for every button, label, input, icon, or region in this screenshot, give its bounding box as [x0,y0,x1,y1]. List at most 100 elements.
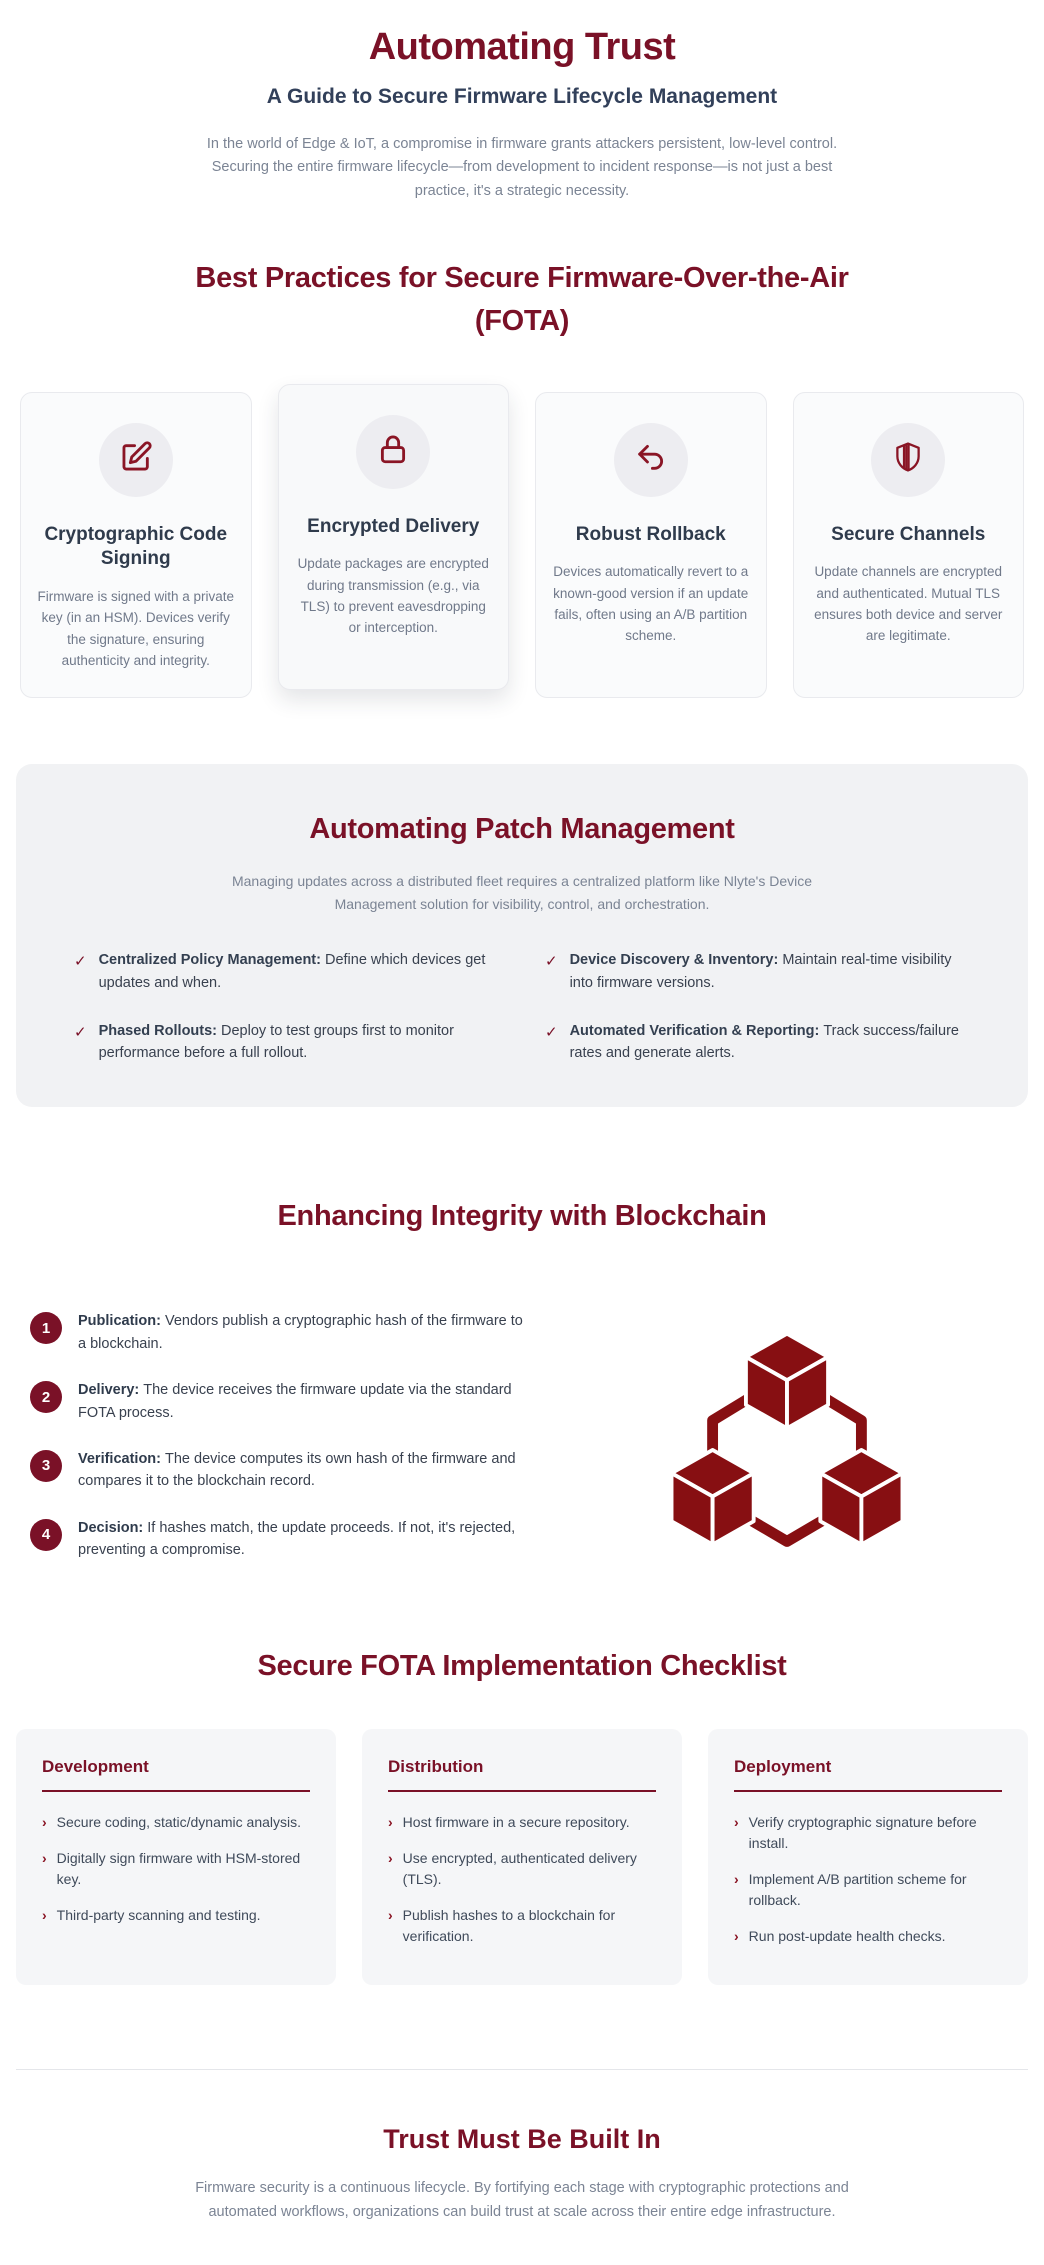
item-text: Verify cryptographic signature before in… [748,1814,977,1852]
card-secure-channels[interactable]: Secure Channels Update channels are encr… [792,391,1024,698]
list-item: › Run post-update health checks. [734,1926,1002,1947]
list-item: › Secure coding, static/dynamic analysis. [42,1812,310,1833]
icon-circle [356,414,431,489]
step-text: The device computes its own hash of the … [78,1450,516,1490]
list-item: ✓ Phased Rollouts:Deploy to test groups … [74,1020,499,1065]
checklist-columns: Development › Secure coding, static/dynam… [16,1729,1028,1986]
item-text: Use encrypted, authenticated delivery (T… [402,1850,637,1888]
chevron-bullet-icon: › [42,1850,47,1867]
footer-text: Firmware security is a continuous lifecy… [195,2180,849,2220]
hero-section: Automating Trust A Guide to Secure Firmw… [0,26,1044,203]
chevron-bullet-icon: › [388,1814,393,1831]
step-label: Delivery: [78,1382,140,1399]
check-icon: ✓ [545,1024,558,1041]
lock-icon [376,432,410,471]
icon-circle [871,422,946,497]
step-label: Publication: [78,1313,161,1330]
item-label: Centralized Policy Management: [98,952,321,969]
list-item: 2 Delivery:The device receives the firmw… [30,1379,530,1424]
item-text: Digitally sign firmware with HSM-stored … [56,1850,301,1888]
blockchain-content: 1 Publication:Vendors publish a cryptogr… [0,1301,1044,1571]
card-cryptographic-code-signing[interactable]: Cryptographic Code Signing Firmware is s… [20,391,252,699]
item-text: Define which devices get updates and whe… [98,952,486,991]
list-item: › Digitally sign firmware with HSM-stored… [42,1848,310,1890]
blockchain-heading: Enhancing Integrity with Blockchain [277,1199,767,1232]
footer-section: Trust Must Be Built In Firmware security… [0,2124,1044,2225]
list-item: 1 Publication:Vendors publish a cryptogr… [30,1310,530,1355]
checklist-heading: Secure FOTA Implementation Checklist [257,1649,787,1682]
item-text: Publish hashes to a blockchain for verif… [402,1907,616,1945]
step-text: The device receives the firmware update … [78,1382,512,1421]
footer-heading: Trust Must Be Built In [383,2124,661,2155]
patch-check-grid: ✓ Centralized Policy Management:Define w… [74,949,970,1065]
chevron-bullet-icon: › [388,1907,393,1924]
edit-pencil-icon [119,440,153,479]
item-label: Automated Verification & Reporting: [569,1023,820,1039]
list-item: ✓ Device Discovery & Inventory:Maintain … [545,949,970,994]
chevron-bullet-icon: › [42,1814,47,1831]
column-title: Deployment [734,1757,832,1777]
list-item: 3 Verification:The device computes its o… [30,1448,530,1493]
intro-paragraph: In the world of Edge & IoT, a compromise… [206,136,838,199]
check-icon: ✓ [545,953,558,971]
step-text: If hashes match, the update proceeds. If… [78,1519,516,1559]
card-text: Update packages are encrypted during tra… [297,556,489,636]
item-text: Implement A/B partition scheme for rollb… [748,1871,967,1909]
check-icon: ✓ [74,1024,87,1041]
card-title: Encrypted Delivery [307,515,480,537]
step-number-badge: 4 [30,1518,62,1551]
chevron-bullet-icon: › [42,1907,47,1924]
blockchain-steps: 1 Publication:Vendors publish a cryptogr… [30,1310,530,1562]
step-label: Decision: [78,1519,144,1536]
patch-management-panel: Automating Patch Management Managing upd… [16,764,1028,1107]
check-icon: ✓ [74,953,87,971]
column-rule [42,1790,310,1793]
list-item: › Third-party scanning and testing. [42,1905,310,1926]
checklist-column-distribution: Distribution › Host firmware in a secure … [362,1729,682,1986]
list-item: ✓ Centralized Policy Management:Define w… [74,949,499,994]
undo-arrow-icon [634,440,668,479]
item-text: Track success/failure rates and generate… [569,1023,959,1062]
step-number-badge: 2 [30,1381,62,1414]
page-subtitle: A Guide to Secure Firmware Lifecycle Man… [266,85,778,108]
chevron-bullet-icon: › [734,1871,739,1888]
item-label: Device Discovery & Inventory: [569,952,779,969]
card-text: Devices automatically revert to a known-… [553,564,749,644]
item-text: Host firmware in a secure repository. [402,1814,630,1831]
fota-section-heading: Best Practices for Secure Firmware-Over-… [195,262,849,337]
item-text: Maintain real-time visibility into firmw… [569,952,952,991]
step-number-badge: 1 [30,1312,62,1345]
patch-heading: Automating Patch Management [309,813,735,846]
item-text: Deploy to test groups first to monitor p… [98,1023,454,1062]
column-rule [734,1790,1002,1793]
list-item: › Implement A/B partition scheme for roll… [734,1869,1002,1911]
chevron-bullet-icon: › [734,1814,739,1831]
card-text: Firmware is signed with a private key (i… [37,588,235,668]
chevron-bullet-icon: › [734,1928,739,1945]
item-text: Secure coding, static/dynamic analysis. [56,1814,302,1831]
shield-icon [891,440,925,479]
card-text: Update channels are encrypted and authen… [814,564,1003,644]
column-title: Distribution [388,1757,484,1777]
list-item: › Use encrypted, authenticated delivery (… [388,1848,656,1890]
icon-circle [98,422,173,497]
item-text: Third-party scanning and testing. [56,1907,261,1924]
card-robust-rollback[interactable]: Robust Rollback Devices automatically re… [535,391,767,698]
page-title: Automating Trust [368,26,676,68]
checklist-column-development: Development › Secure coding, static/dynam… [16,1729,336,1986]
column-rule [388,1790,656,1793]
item-text: Run post-update health checks. [748,1928,946,1945]
list-item: › Verify cryptographic signature before i… [734,1812,1002,1854]
column-title: Development [42,1757,149,1777]
patch-subtext: Managing updates across a distributed fl… [231,873,813,912]
card-title: Secure Channels [831,523,986,545]
list-item: 4 Decision:If hashes match, the update p… [30,1517,530,1562]
item-label: Phased Rollouts: [98,1023,218,1039]
list-item: ✓ Automated Verification & Reporting:Tra… [545,1020,970,1065]
list-item: › Host firmware in a secure repository. [388,1812,656,1833]
footer-divider [16,2069,1028,2071]
card-encrypted-delivery[interactable]: Encrypted Delivery Update packages are e… [277,383,509,690]
chevron-bullet-icon: › [388,1850,393,1867]
step-number-badge: 3 [30,1449,62,1482]
step-text: Vendors publish a cryptographic hash of … [78,1313,523,1352]
